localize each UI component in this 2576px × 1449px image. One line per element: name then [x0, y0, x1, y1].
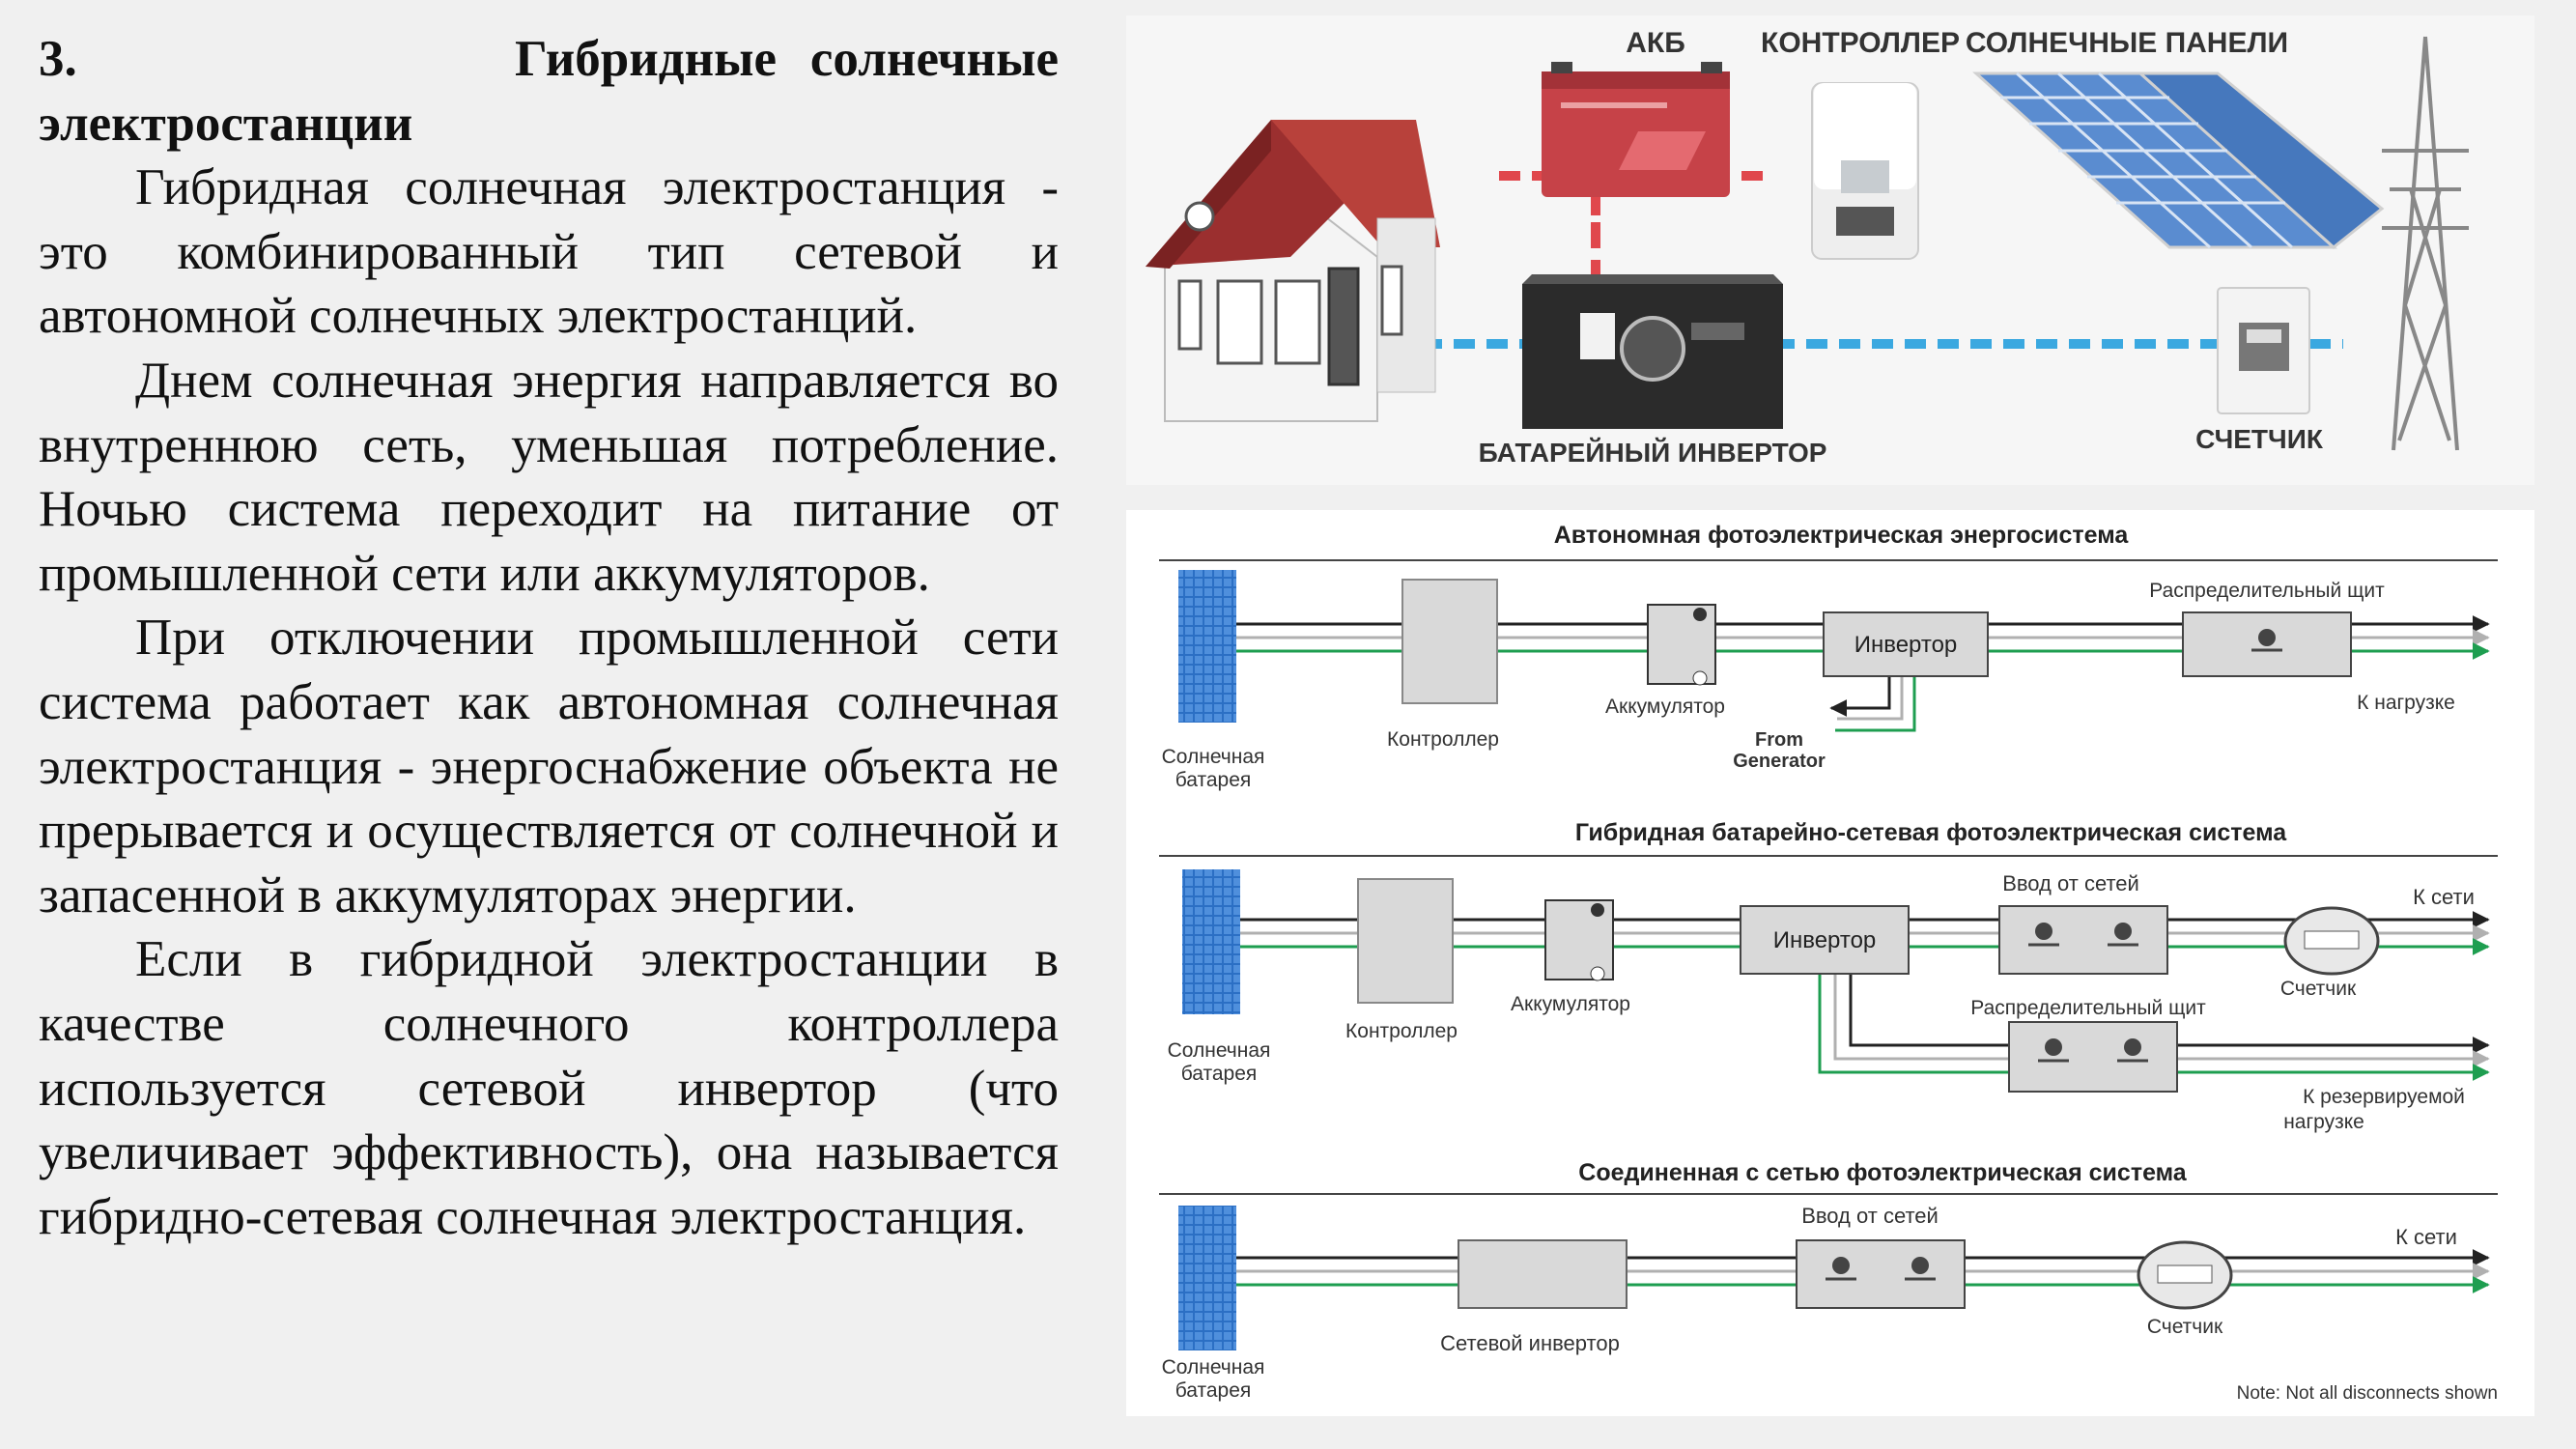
panel-board-icon: [2008, 1021, 2178, 1093]
accumulator-icon: [1544, 899, 1614, 981]
autonomous-title: Автономная фотоэлектрическая энергосисте…: [1554, 522, 2130, 549]
grid-input-label: Ввод от сетей: [1801, 1204, 1939, 1228]
meter-label: СЧЕТЧИК: [2195, 424, 2324, 454]
meter-icon: [2217, 287, 2310, 414]
power-pylon-icon: [2382, 36, 2469, 451]
backup-label-2: нагрузке: [2283, 1111, 2364, 1133]
solar-battery-icon: [1178, 1206, 1236, 1350]
meter-icon: [2283, 906, 2380, 976]
hybrid-title: Гибридная батарейно-сетевая фотоэлектрич…: [1575, 819, 2287, 846]
schematic-panel: Автономная фотоэлектрическая энергосисте…: [1126, 510, 2534, 1416]
solar-label-2: батарея: [1181, 1063, 1258, 1085]
accumulator-icon: [1647, 604, 1716, 686]
accumulator-label: Аккумулятор: [1605, 696, 1725, 718]
to-grid-label: К сети: [2395, 1225, 2457, 1249]
grid-tied-system: Соединенная с сетью фотоэлектрическая си…: [1159, 1159, 2498, 1404]
top-illustration: АКБ КОНТРОЛЛЕР СОЛНЕЧНЫЕ ПАНЕЛИ: [1126, 15, 2534, 485]
inverter-icon: [1522, 274, 1783, 429]
note-text: Note: Not all disconnects shown: [2237, 1383, 2498, 1404]
paragraph-outage: При отключении промышленной сети система…: [39, 610, 1059, 923]
section-heading: 3. Гибридные солнечные электростанции: [39, 27, 1059, 156]
battery-icon: [1542, 62, 1730, 197]
meter-label: Счетчик: [2147, 1316, 2223, 1338]
grid-input-board-icon: [1998, 905, 2168, 975]
inverter-box: [1740, 905, 1910, 975]
accumulator-label: Аккумулятор: [1511, 993, 1630, 1015]
house-icon: [1146, 120, 1440, 422]
generator-label-1: From: [1755, 729, 1803, 751]
paragraph-day-night: Днем солнечная энергия направляется во в…: [39, 352, 1059, 602]
solar-battery-icon: [1182, 869, 1240, 1014]
grid-inverter-box: [1458, 1239, 1628, 1309]
inverter-label: Инвертор: [1854, 632, 1958, 658]
inverter-label: Инвертор: [1773, 927, 1877, 953]
grid-tied-title: Соединенная с сетью фотоэлектрическая си…: [1578, 1159, 2188, 1186]
panel-board-icon: [2182, 611, 2352, 677]
solar-label-2: батарея: [1175, 769, 1252, 791]
heading-title-line1: Гибридные солнечные: [515, 31, 1060, 87]
controller-label: КОНТРОЛЛЕР: [1761, 27, 1960, 59]
load-label: К нагрузке: [2357, 692, 2455, 714]
text-column: 3. Гибридные солнечные электростанции Ги…: [39, 27, 1059, 1249]
controller-box: [1357, 878, 1454, 1004]
paragraph-definition: Гибридная солнечная электростанция - это…: [39, 159, 1059, 345]
to-grid-label: К сети: [2413, 885, 2475, 909]
solar-label-2: батарея: [1175, 1379, 1252, 1402]
pv-systems-schematic: Автономная фотоэлектрическая энергосисте…: [1159, 522, 2498, 1404]
heading-title-line2: электростанции: [39, 95, 413, 152]
hybrid-system: Гибридная батарейно-сетевая фотоэлектрич…: [1159, 819, 2498, 1133]
controller-box: [1401, 579, 1498, 704]
panels-label: СОЛНЕЧНЫЕ ПАНЕЛИ: [1966, 27, 2288, 59]
grid-input-label: Ввод от сетей: [2002, 871, 2139, 895]
heading-number: 3.: [39, 31, 77, 87]
generator-label-2: Generator: [1733, 751, 1826, 772]
meter-icon: [2137, 1240, 2233, 1310]
solar-label-1: Солнечная: [1162, 746, 1265, 768]
backup-label-1: К резервируемой: [2303, 1086, 2465, 1108]
solar-label-1: Солнечная: [1162, 1356, 1265, 1378]
solar-battery-icon: [1178, 570, 1236, 723]
paragraph-grid-hybrid: Если в гибридной электростанции в качест…: [39, 931, 1059, 1245]
battery-label: АКБ: [1626, 27, 1685, 59]
panel-board-label: Распределительный щит: [2149, 580, 2385, 602]
hybrid-station-illustration: АКБ КОНТРОЛЛЕР СОЛНЕЧНЫЕ ПАНЕЛИ: [1146, 27, 2469, 468]
grid-input-board-icon: [1796, 1239, 1966, 1309]
controller-label: Контроллер: [1345, 1020, 1458, 1042]
controller-label: Контроллер: [1387, 728, 1499, 751]
controller-icon: [1811, 82, 1919, 260]
panel-board-label: Распределительный щит: [1970, 997, 2206, 1019]
autonomous-system: Автономная фотоэлектрическая энергосисте…: [1159, 522, 2498, 791]
solar-panels-icon: [1972, 71, 2385, 249]
solar-label-1: Солнечная: [1168, 1039, 1271, 1062]
inverter-label: БАТАРЕЙНЫЙ ИНВЕРТОР: [1479, 437, 1827, 468]
grid-inverter-label: Сетевой инвертор: [1440, 1331, 1620, 1355]
meter-label: Счетчик: [2280, 978, 2357, 1000]
inverter-box: [1823, 611, 1989, 677]
